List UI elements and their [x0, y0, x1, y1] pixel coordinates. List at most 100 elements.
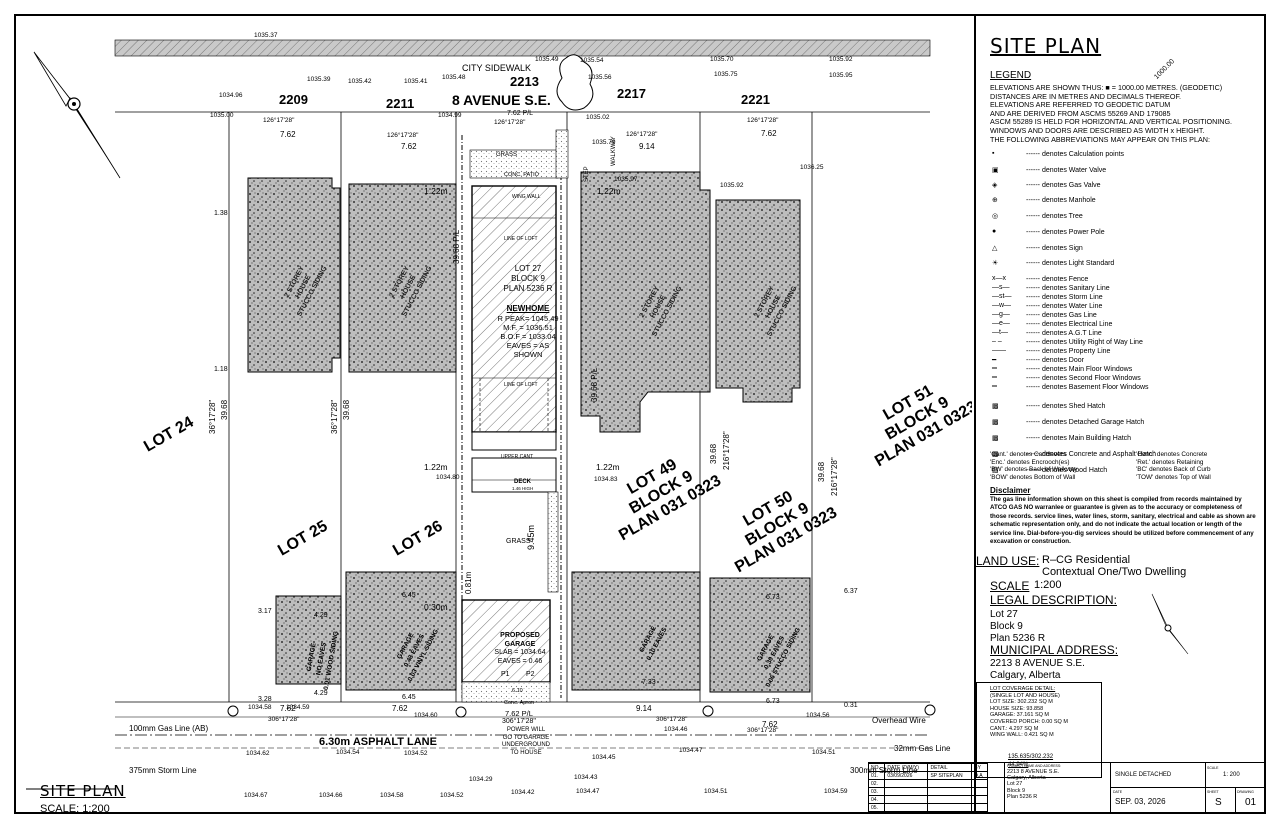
power-note-line: GO TO GARAGE [502, 734, 550, 741]
step-label: STEP [584, 166, 590, 182]
legend-item-label: denotes Main Floor Windows [1041, 365, 1133, 373]
legend-symbol-icon: —e— [992, 320, 1010, 327]
bearing-front: 126°17'28" [263, 117, 295, 124]
coverage-line: WING WALL: 0.421 SQ M [990, 732, 1054, 739]
land-use-label: LAND USE: [976, 554, 1040, 568]
side-bearing-right: 216°17'28" [830, 457, 839, 496]
city-sidewalk-label: CITY SIDEWALK [462, 63, 532, 73]
power-note-line: POWER WILL [506, 727, 546, 733]
legend-item-label: denotes Basement Floor Windows [1041, 383, 1149, 391]
legend-item-label: denotes Gas Line [1041, 311, 1097, 319]
legend-dash: ------ [1026, 228, 1042, 236]
elev: 1034.56 [806, 712, 830, 719]
elev: 1034.83 [594, 476, 618, 483]
tb-date-label: DATE [1113, 790, 1123, 794]
legend-dash: ------ [1026, 347, 1042, 355]
dim-081: 0.81m [464, 571, 473, 594]
rev-col: DETAIL [927, 763, 973, 772]
rev-cell: 05. [867, 803, 886, 812]
subject-lot-line: PLAN 5236 R [503, 284, 553, 293]
legend-symbol-icon: ● [992, 228, 997, 235]
house-number-2217: 2217 [617, 86, 646, 101]
rev-cell: 02. [867, 779, 886, 788]
legend-item-label: denotes Gas Valve [1041, 181, 1101, 189]
dim-645: 6.45 [402, 694, 416, 701]
legend-symbol-icon: ━ [992, 357, 997, 364]
coverage-line: HOUSE SIZE: 93.858 [990, 705, 1044, 712]
legend-note: THE FOLLOWING ABBREVIATIONS MAY APPEAR O… [990, 134, 1210, 144]
legend-dash: ------ [1026, 293, 1042, 301]
dim-031: 0.31 [844, 702, 858, 709]
depth: 39.68 [709, 443, 718, 464]
power-pole-icon [455, 706, 467, 718]
line-of-loft-label: LINE OF LOFT [504, 236, 538, 242]
house-number-2221: 2221 [741, 92, 770, 107]
power-pole-icon [702, 705, 714, 717]
legend-dash: ------ [1026, 244, 1042, 252]
bearing-rear: 306°17'28" [268, 716, 300, 723]
legend-note: WINDOWS AND DOORS ARE DESCRIBED AS WIDTH… [990, 125, 1205, 135]
project-line: Block 9 [1007, 787, 1026, 794]
legend-symbol-icon: —g— [992, 311, 1010, 318]
width-762: 7.62 [762, 720, 778, 729]
legend-dash: ------ [1026, 356, 1042, 364]
elev: 1034.52 [440, 792, 464, 799]
grass-front-label: GRASS [496, 152, 518, 158]
dim-122: 1.22m [596, 462, 620, 472]
scale-bottom: SCALE: 1:200 [40, 803, 110, 814]
elev: 1035.92 [720, 182, 744, 189]
elev: 1035.56 [588, 74, 612, 81]
dim-118: 1.18 [214, 366, 228, 373]
legend-symbol-icon: ⊕ [992, 197, 998, 204]
bearing-rear: 306°17'28" [747, 727, 779, 734]
elev: 1035.48 [442, 74, 466, 81]
p1-label: P1 [501, 671, 510, 678]
power-note-line: TO HOUSE [510, 749, 542, 756]
proposed-garage [461, 599, 551, 683]
legend-note: DISTANCES ARE IN METRES AND DECIMALS THE… [990, 91, 1182, 101]
legend-item-label: denotes Sanitary Line [1041, 284, 1110, 292]
legal-lines: Lot 27 Block 9 Plan 5236 R [990, 609, 1045, 645]
rev-col: BY [971, 763, 988, 772]
elev: 1035.02 [586, 114, 610, 121]
legend-symbol-icon: —s— [992, 284, 1010, 291]
disclaimer-heading: Disclaimer [990, 486, 1031, 495]
legend-item: —w—------ denotes Water Line [992, 302, 1102, 310]
site-plan-drawing: CITY SIDEWALK 8 AVENUE S.E. 2209 2211 22… [14, 14, 972, 814]
tree-symbol [556, 54, 594, 111]
legend-symbol-icon: ▩ [992, 435, 999, 442]
width-762: 7.62 [280, 130, 296, 139]
legend-item: ⊕------ denotes Manhole [992, 196, 1096, 204]
new-home-footprint [471, 185, 557, 451]
new-home-title-text: NEWHOME [506, 304, 550, 313]
legend-item-label: denotes Power Pole [1041, 228, 1105, 236]
wing-wall-label: WING WALL [512, 194, 541, 200]
dim-637: 6.37 [844, 588, 858, 595]
neighbour-garages [275, 571, 811, 693]
front-patio [469, 149, 559, 179]
rev-cell: D.A [971, 771, 988, 780]
project-line: Lot 27 [1007, 781, 1023, 788]
side-pl: 39.68 P/L [590, 367, 599, 402]
garage-line: PROPOSED [500, 632, 540, 639]
legend-note: ELEVATIONS ARE REFERRED TO GEODETIC DATU… [990, 100, 1171, 110]
elev: 1035.79 [592, 139, 616, 146]
elev: 1035.75 [714, 71, 738, 78]
legend-item-label: denotes Calculation points [1041, 150, 1125, 158]
front-walkway [555, 129, 569, 179]
elev: 1034.58 [248, 704, 272, 711]
legend-item-label: denotes Water Valve [1041, 166, 1107, 174]
abbrev-left: 'Cant.' denotes Cantilevers 'Enc.' denot… [990, 451, 1077, 481]
new-home-line: B.O.F = 1033.04 [500, 332, 556, 341]
elev: 1034.46 [664, 726, 688, 733]
project-line: 2213 8 AVENUE S.E. [1007, 769, 1060, 775]
coverage-ratio: 135.635/302.232 [1008, 754, 1054, 760]
legend-dash: ------ [1026, 466, 1042, 474]
legend-item: ▨------ denotes Wood Hatch [992, 466, 1107, 474]
tb-scale: 1: 200 [1223, 772, 1240, 778]
legend-item-label: denotes Detached Garage Hatch [1041, 418, 1145, 426]
subject-lot-line: BLOCK 9 [511, 274, 545, 283]
legend-note: ELEVATIONS ARE SHOWN THUS: ■ = 1000.00 M… [990, 83, 1223, 92]
municipal-line: 2213 8 AVENUE S.E. [990, 658, 1085, 669]
municipal-heading: MUNICIPAL ADDRESS: [990, 643, 1119, 657]
